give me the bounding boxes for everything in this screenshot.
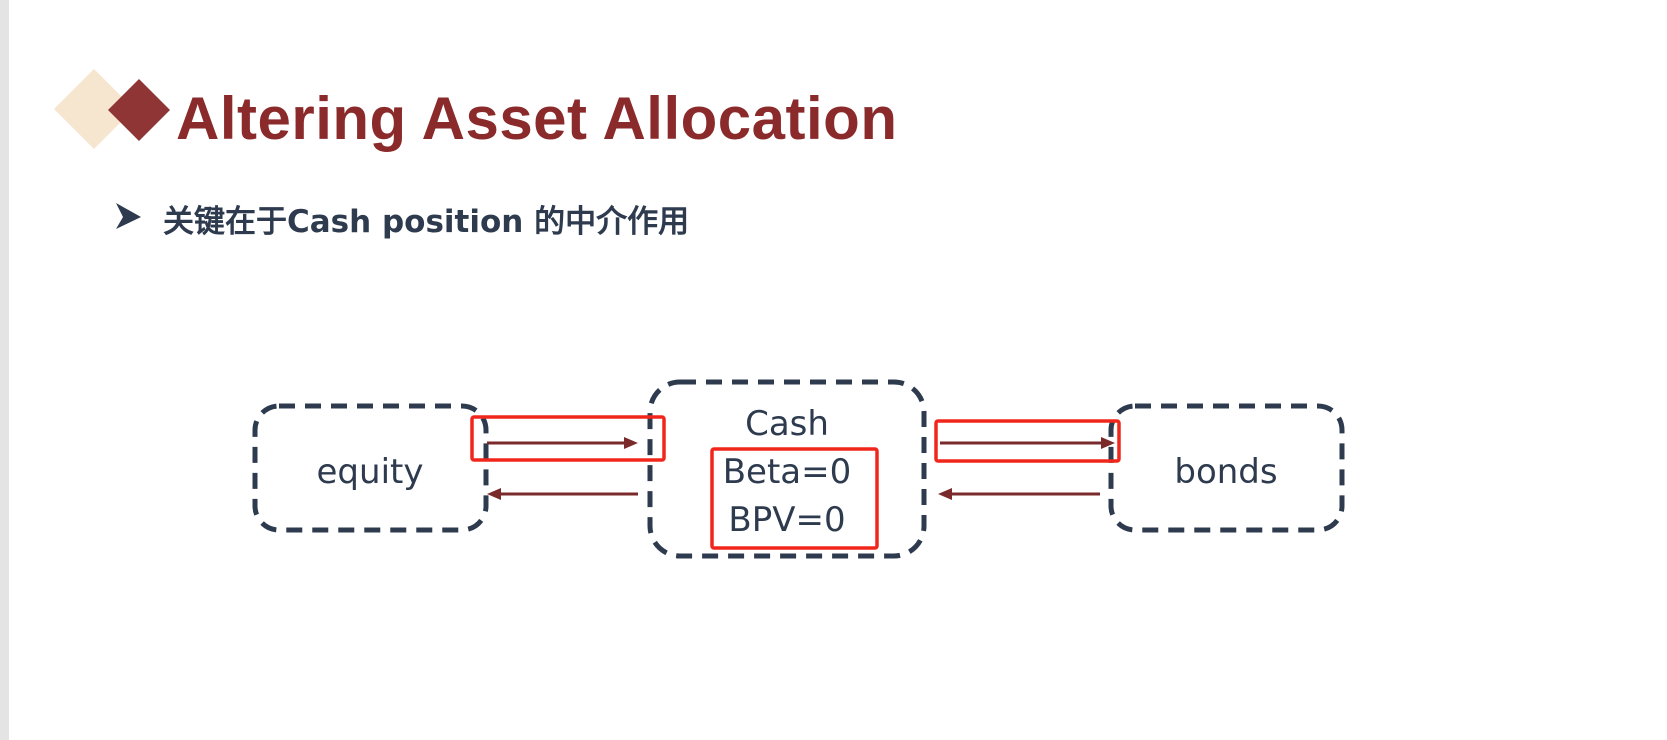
equity-label: equity (317, 452, 424, 492)
arrow-cash-to-bonds (940, 437, 1115, 449)
bullet-text: 关键在于Cash position 的中介作用 (163, 204, 690, 240)
highlight-cash-values (710, 447, 879, 550)
window-edge (0, 0, 9, 740)
bullet-arrow-icon (116, 203, 141, 229)
cash-label: Cash (745, 404, 829, 444)
highlight-right-arrow (934, 419, 1121, 463)
title-diamond-icon (54, 69, 170, 149)
arrow-cash-to-equity (487, 488, 638, 500)
cash-beta: Beta=0 (723, 452, 852, 492)
cash-box (647, 379, 927, 559)
slide-title: Altering Asset Allocation (176, 85, 898, 152)
bonds-label: bonds (1174, 452, 1277, 492)
bonds-box (1108, 403, 1345, 533)
highlight-left-arrow (470, 415, 666, 462)
arrow-equity-to-cash (487, 437, 638, 449)
arrow-bonds-to-cash (938, 488, 1100, 500)
cash-bpv: BPV=0 (728, 500, 845, 540)
equity-box (252, 403, 489, 533)
